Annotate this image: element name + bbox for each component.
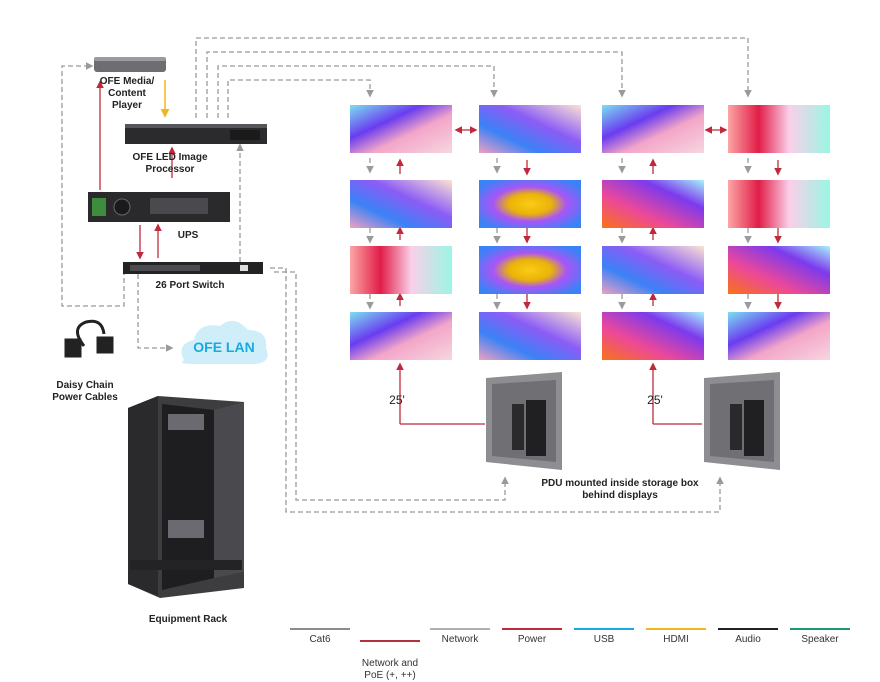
- led-panel: [479, 180, 581, 228]
- led-panel: [728, 312, 830, 360]
- switch-device: [123, 262, 263, 274]
- media-player-label: OFE Media/ Content Player: [99, 76, 155, 111]
- daisy-chain-label: Daisy Chain Power Cables: [52, 380, 118, 403]
- legend-item-speaker: Speaker: [786, 628, 854, 646]
- led-panel: [602, 180, 704, 228]
- lan-cloud: [181, 320, 268, 364]
- distance-label-2: 25': [647, 393, 663, 407]
- power-lines: [96, 80, 782, 425]
- led-panel: [350, 312, 452, 360]
- power-cable-icon: [64, 319, 114, 358]
- legend-item-cat6: Cat6: [286, 628, 354, 646]
- led-panel: [479, 312, 581, 360]
- led-panel: [350, 246, 452, 294]
- led-panel: [602, 105, 704, 153]
- led-wall-right: [602, 105, 830, 360]
- pdu-box-1: [486, 372, 562, 470]
- led-panel: [728, 105, 830, 153]
- led-panel: [602, 246, 704, 294]
- image-processor-device: [125, 124, 267, 144]
- equipment-rack-label: Equipment Rack: [148, 614, 228, 625]
- legend-item-usb: USB: [570, 628, 638, 646]
- legend-item-network-poe: Network and PoE (+, ++): [356, 628, 424, 682]
- lan-label: OFE LAN: [193, 339, 255, 355]
- network-lines: [61, 37, 752, 513]
- pdu-box-2: [704, 372, 780, 470]
- led-panel: [728, 246, 830, 294]
- switch-label: 26 Port Switch: [155, 280, 225, 291]
- distance-label-1: 25': [389, 393, 405, 407]
- led-panel: [479, 105, 581, 153]
- pdu-caption: PDU mounted inside storage box behind di…: [541, 478, 699, 501]
- image-processor-label: OFE LED Image Processor: [132, 152, 208, 175]
- legend-item-audio: Audio: [714, 628, 782, 646]
- ups-device: [88, 192, 230, 222]
- led-panel: [479, 246, 581, 294]
- media-player-device: [94, 57, 166, 72]
- led-panel: [728, 180, 830, 228]
- legend-item-power: Power: [498, 628, 566, 646]
- led-panel: [602, 312, 704, 360]
- equipment-rack-icon: [128, 396, 244, 598]
- ups-label: UPS: [177, 230, 199, 241]
- legend-item-hdmi: HDMI: [642, 628, 710, 646]
- led-panel: [350, 180, 452, 228]
- led-panel: [350, 105, 452, 153]
- legend-item-network: Network: [426, 628, 494, 646]
- led-wall-left: [350, 105, 581, 360]
